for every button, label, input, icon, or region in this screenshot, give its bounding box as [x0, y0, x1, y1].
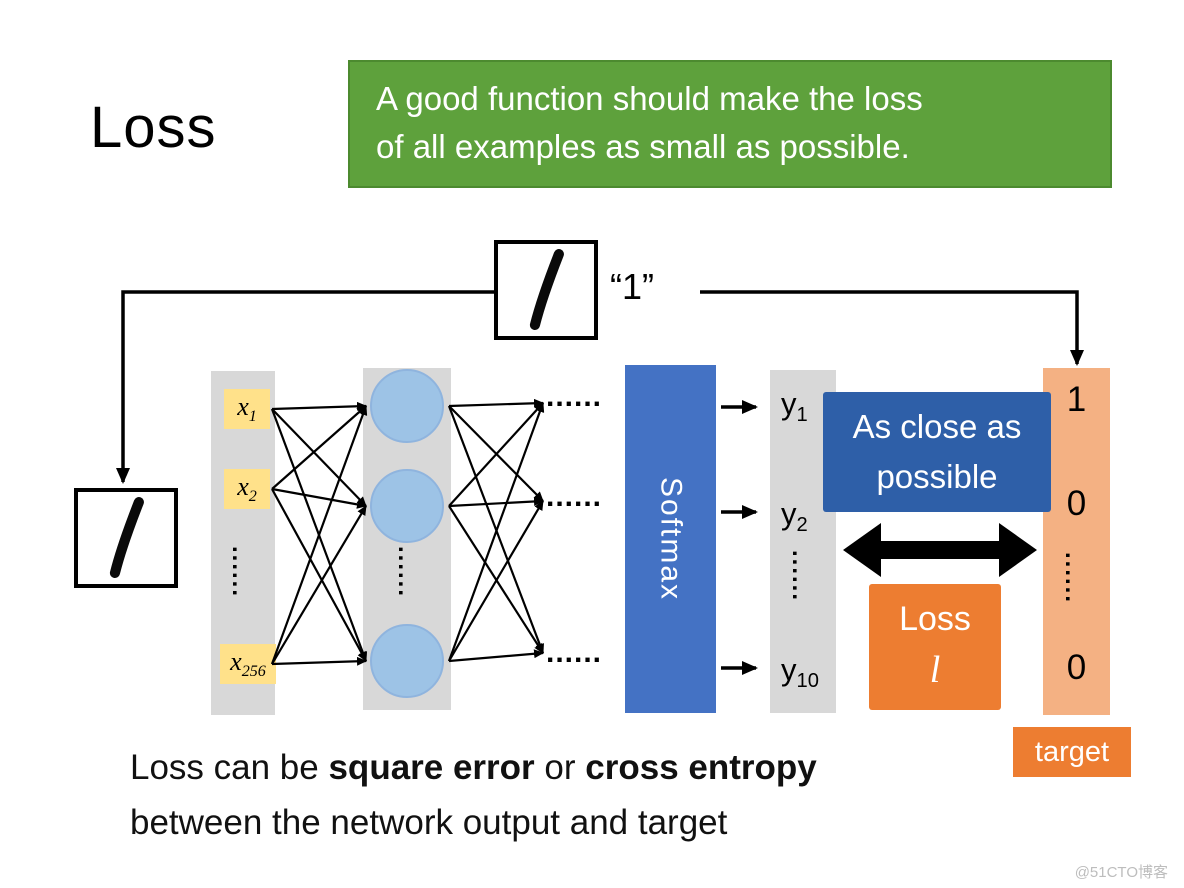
caption: Loss can be square error or cross entrop…: [130, 740, 817, 851]
digit-label: “1”: [610, 266, 654, 307]
edge-ellipsis: ......: [546, 380, 603, 413]
target-value-3: 0: [1066, 648, 1087, 687]
edge-ellipsis: ......: [546, 480, 603, 513]
edge-ellipsis: ......: [546, 636, 603, 669]
loss-symbol: l: [929, 648, 941, 691]
connector-label-to-target: [700, 290, 1084, 366]
output-y10: y10: [781, 652, 819, 693]
arrows-softmax-output: [721, 400, 758, 675]
output-y1-sub: 1: [796, 404, 808, 427]
handwritten-digit-1-icon: [109, 497, 144, 579]
watermark: @51CTO博客: [1074, 864, 1168, 881]
hidden-neuron: [370, 469, 444, 543]
digit-image-left: [74, 488, 178, 588]
page-title: Loss: [90, 95, 217, 160]
input-x256-base: x: [230, 646, 242, 676]
as-close-line1: As close as: [852, 408, 1022, 445]
loss-box-title: Loss: [899, 600, 971, 638]
caption-bold1: square error: [328, 748, 535, 787]
compare-double-arrow: [843, 523, 1037, 577]
input-x256-label: x256: [230, 647, 266, 681]
output-y2: y2: [781, 496, 808, 537]
callout-line1: A good function should make the loss: [376, 80, 923, 117]
input-x2-sub: 2: [248, 488, 257, 506]
softmax-label: Softmax: [654, 476, 688, 602]
as-close-as-possible-box: As close as possible: [823, 392, 1051, 512]
target-value-1: 1: [1066, 380, 1087, 419]
input-ellipsis: ......: [227, 546, 254, 599]
input-x1-sub: 1: [248, 408, 257, 426]
input-x256: x256: [220, 644, 276, 684]
output-y10-sub: 10: [796, 670, 819, 693]
target-value-2: 0: [1066, 484, 1087, 523]
hidden-neuron: [370, 624, 444, 698]
hidden-neuron: [370, 369, 444, 443]
input-x1: x1: [224, 389, 270, 429]
as-close-line2: possible: [876, 457, 998, 495]
softmax-box: Softmax: [625, 365, 716, 713]
output-y2-sub: 2: [796, 514, 808, 537]
caption-line2: between the network output and target: [130, 803, 728, 843]
input-x1-label: x1: [237, 392, 257, 426]
loss-box: Loss l: [869, 584, 1001, 710]
caption-part1: Loss can be: [130, 748, 329, 787]
caption-line1: Loss can be square error or cross entrop…: [130, 740, 817, 795]
input-x256-sub: 256: [241, 663, 266, 681]
digit-image-top: [494, 240, 598, 340]
callout-box: A good function should make the loss of …: [348, 60, 1112, 188]
output-ellipsis: ......: [787, 550, 814, 603]
caption-part2: or: [534, 748, 586, 787]
target-label: target: [1013, 727, 1131, 777]
target-ellipsis: ......: [1060, 552, 1087, 605]
output-y1-base: y: [781, 386, 797, 421]
callout-line2: of all examples as small as possible.: [376, 127, 910, 165]
caption-bold2: cross entropy: [585, 748, 817, 787]
hidden-ellipsis: ......: [393, 546, 420, 599]
edges-hidden-dots: [447, 398, 545, 663]
handwritten-digit-1-icon: [529, 249, 564, 331]
edges-input-hidden: [270, 401, 368, 666]
input-x1-base: x: [237, 391, 249, 421]
input-x2: x2: [224, 469, 270, 509]
output-y1: y1: [781, 386, 808, 427]
output-y2-base: y: [781, 496, 797, 531]
input-x2-label: x2: [237, 472, 257, 506]
output-y10-base: y: [781, 652, 797, 687]
input-x2-base: x: [237, 471, 249, 501]
target-vector: 1 0 ...... 0: [1043, 368, 1110, 715]
